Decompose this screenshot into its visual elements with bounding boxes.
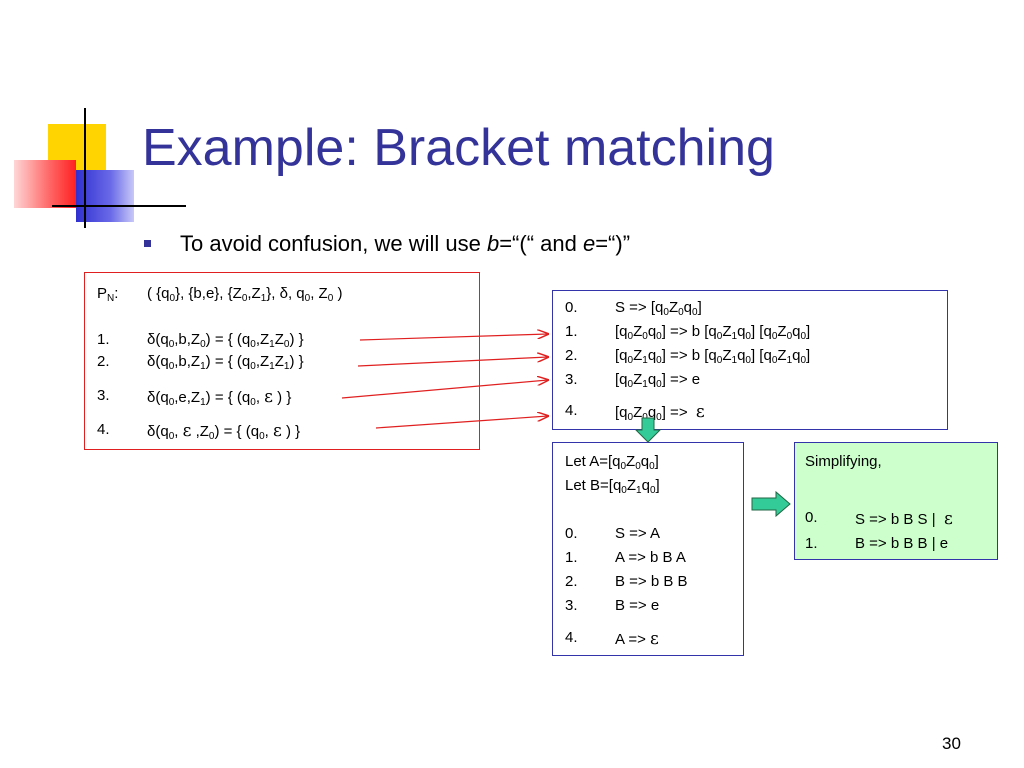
pda-definition-box: PN: ( {q0}, {b,e}, {Z0,Z1}, δ, q0, Z0 ) … (84, 272, 480, 450)
let-rule-2: B => b B B (615, 573, 688, 590)
transition-rule-2: δ(q0,b,Z1) = { (q0,Z1Z1) } (147, 353, 304, 372)
decor-red-square (14, 160, 76, 208)
rule-number: 0. (565, 525, 578, 542)
bullet-square-icon (144, 240, 151, 247)
rule-number: 2. (97, 353, 110, 370)
rule-number: 3. (565, 371, 578, 388)
rule-number: 1. (805, 535, 818, 552)
rule-number: 2. (565, 347, 578, 364)
green-down-arrow-icon (634, 417, 662, 443)
rule-number: 2. (565, 573, 578, 590)
let-b-line: Let B=[q0Z1q0] (565, 477, 660, 496)
pda-header: PN: (97, 285, 119, 304)
simplify-heading: Simplifying, (805, 453, 882, 470)
decor-vertical-line (84, 108, 86, 228)
grammar-rule-3: [q0Z1q0] => e (615, 371, 701, 390)
rule-number: 1. (565, 323, 578, 340)
green-right-arrow-icon (751, 490, 791, 518)
transition-rule-1: δ(q0,b,Z0) = { (q0,Z1Z0) } (147, 331, 304, 350)
page-number: 30 (942, 734, 961, 753)
rule-number: 1. (565, 549, 578, 566)
rule-number: 3. (97, 387, 110, 404)
transition-rule-4: δ(q0, ε ,Z0) = { (q0, ε ) } (147, 421, 301, 442)
rule-number: 3. (565, 597, 578, 614)
red-arrow-rule1 (359, 334, 548, 341)
let-rule-3: B => e (615, 597, 660, 614)
decor-horizontal-line (52, 205, 186, 207)
red-arrow-rule2 (357, 357, 548, 367)
grammar-rule-0: S => [q0Z0q0] (615, 299, 702, 318)
let-rule-4: A => ε (615, 629, 659, 649)
rule-number: 4. (565, 629, 578, 646)
simplified-grammar-box: Simplifying, 0. S => b B S | ε 1. B => b… (794, 442, 998, 560)
grammar-rule-2: [q0Z1q0] => b [q0Z1q0] [q0Z1q0] (615, 347, 811, 366)
grammar-rule-4: [q0Z0q0] => ε (615, 402, 705, 423)
simplified-rule-0: S => b B S | ε (855, 509, 953, 529)
rule-number: 0. (805, 509, 818, 526)
let-rule-1: A => b B A (615, 549, 686, 566)
rule-number: 4. (97, 421, 110, 438)
grammar-rule-1: [q0Z0q0] => b [q0Z1q0] [q0Z0q0] (615, 323, 811, 342)
rule-number: 0. (565, 299, 578, 316)
pda-header-text: ( {q0}, {b,e}, {Z0,Z1}, δ, q0, Z0 ) (147, 285, 343, 304)
rule-number: 4. (565, 402, 578, 419)
substitution-box: Let A=[q0Z0q0] Let B=[q0Z1q0] 0. S => A … (552, 442, 744, 656)
let-rule-0: S => A (615, 525, 661, 542)
grammar-box: 0. S => [q0Z0q0] 1. [q0Z0q0] => b [q0Z1q… (552, 290, 948, 430)
simplified-rule-1: B => b B B | e (855, 535, 949, 552)
red-arrow-rule4 (375, 416, 548, 429)
transition-rule-3: δ(q0,e,Z1) = { (q0, ε ) } (147, 387, 292, 408)
bullet-text: To avoid confusion, we will use b=“(“ an… (180, 231, 631, 256)
rule-number: 1. (97, 331, 110, 348)
let-a-line: Let A=[q0Z0q0] (565, 453, 659, 472)
red-arrow-rule3 (341, 380, 548, 399)
slide-title: Example: Bracket matching (142, 119, 775, 177)
